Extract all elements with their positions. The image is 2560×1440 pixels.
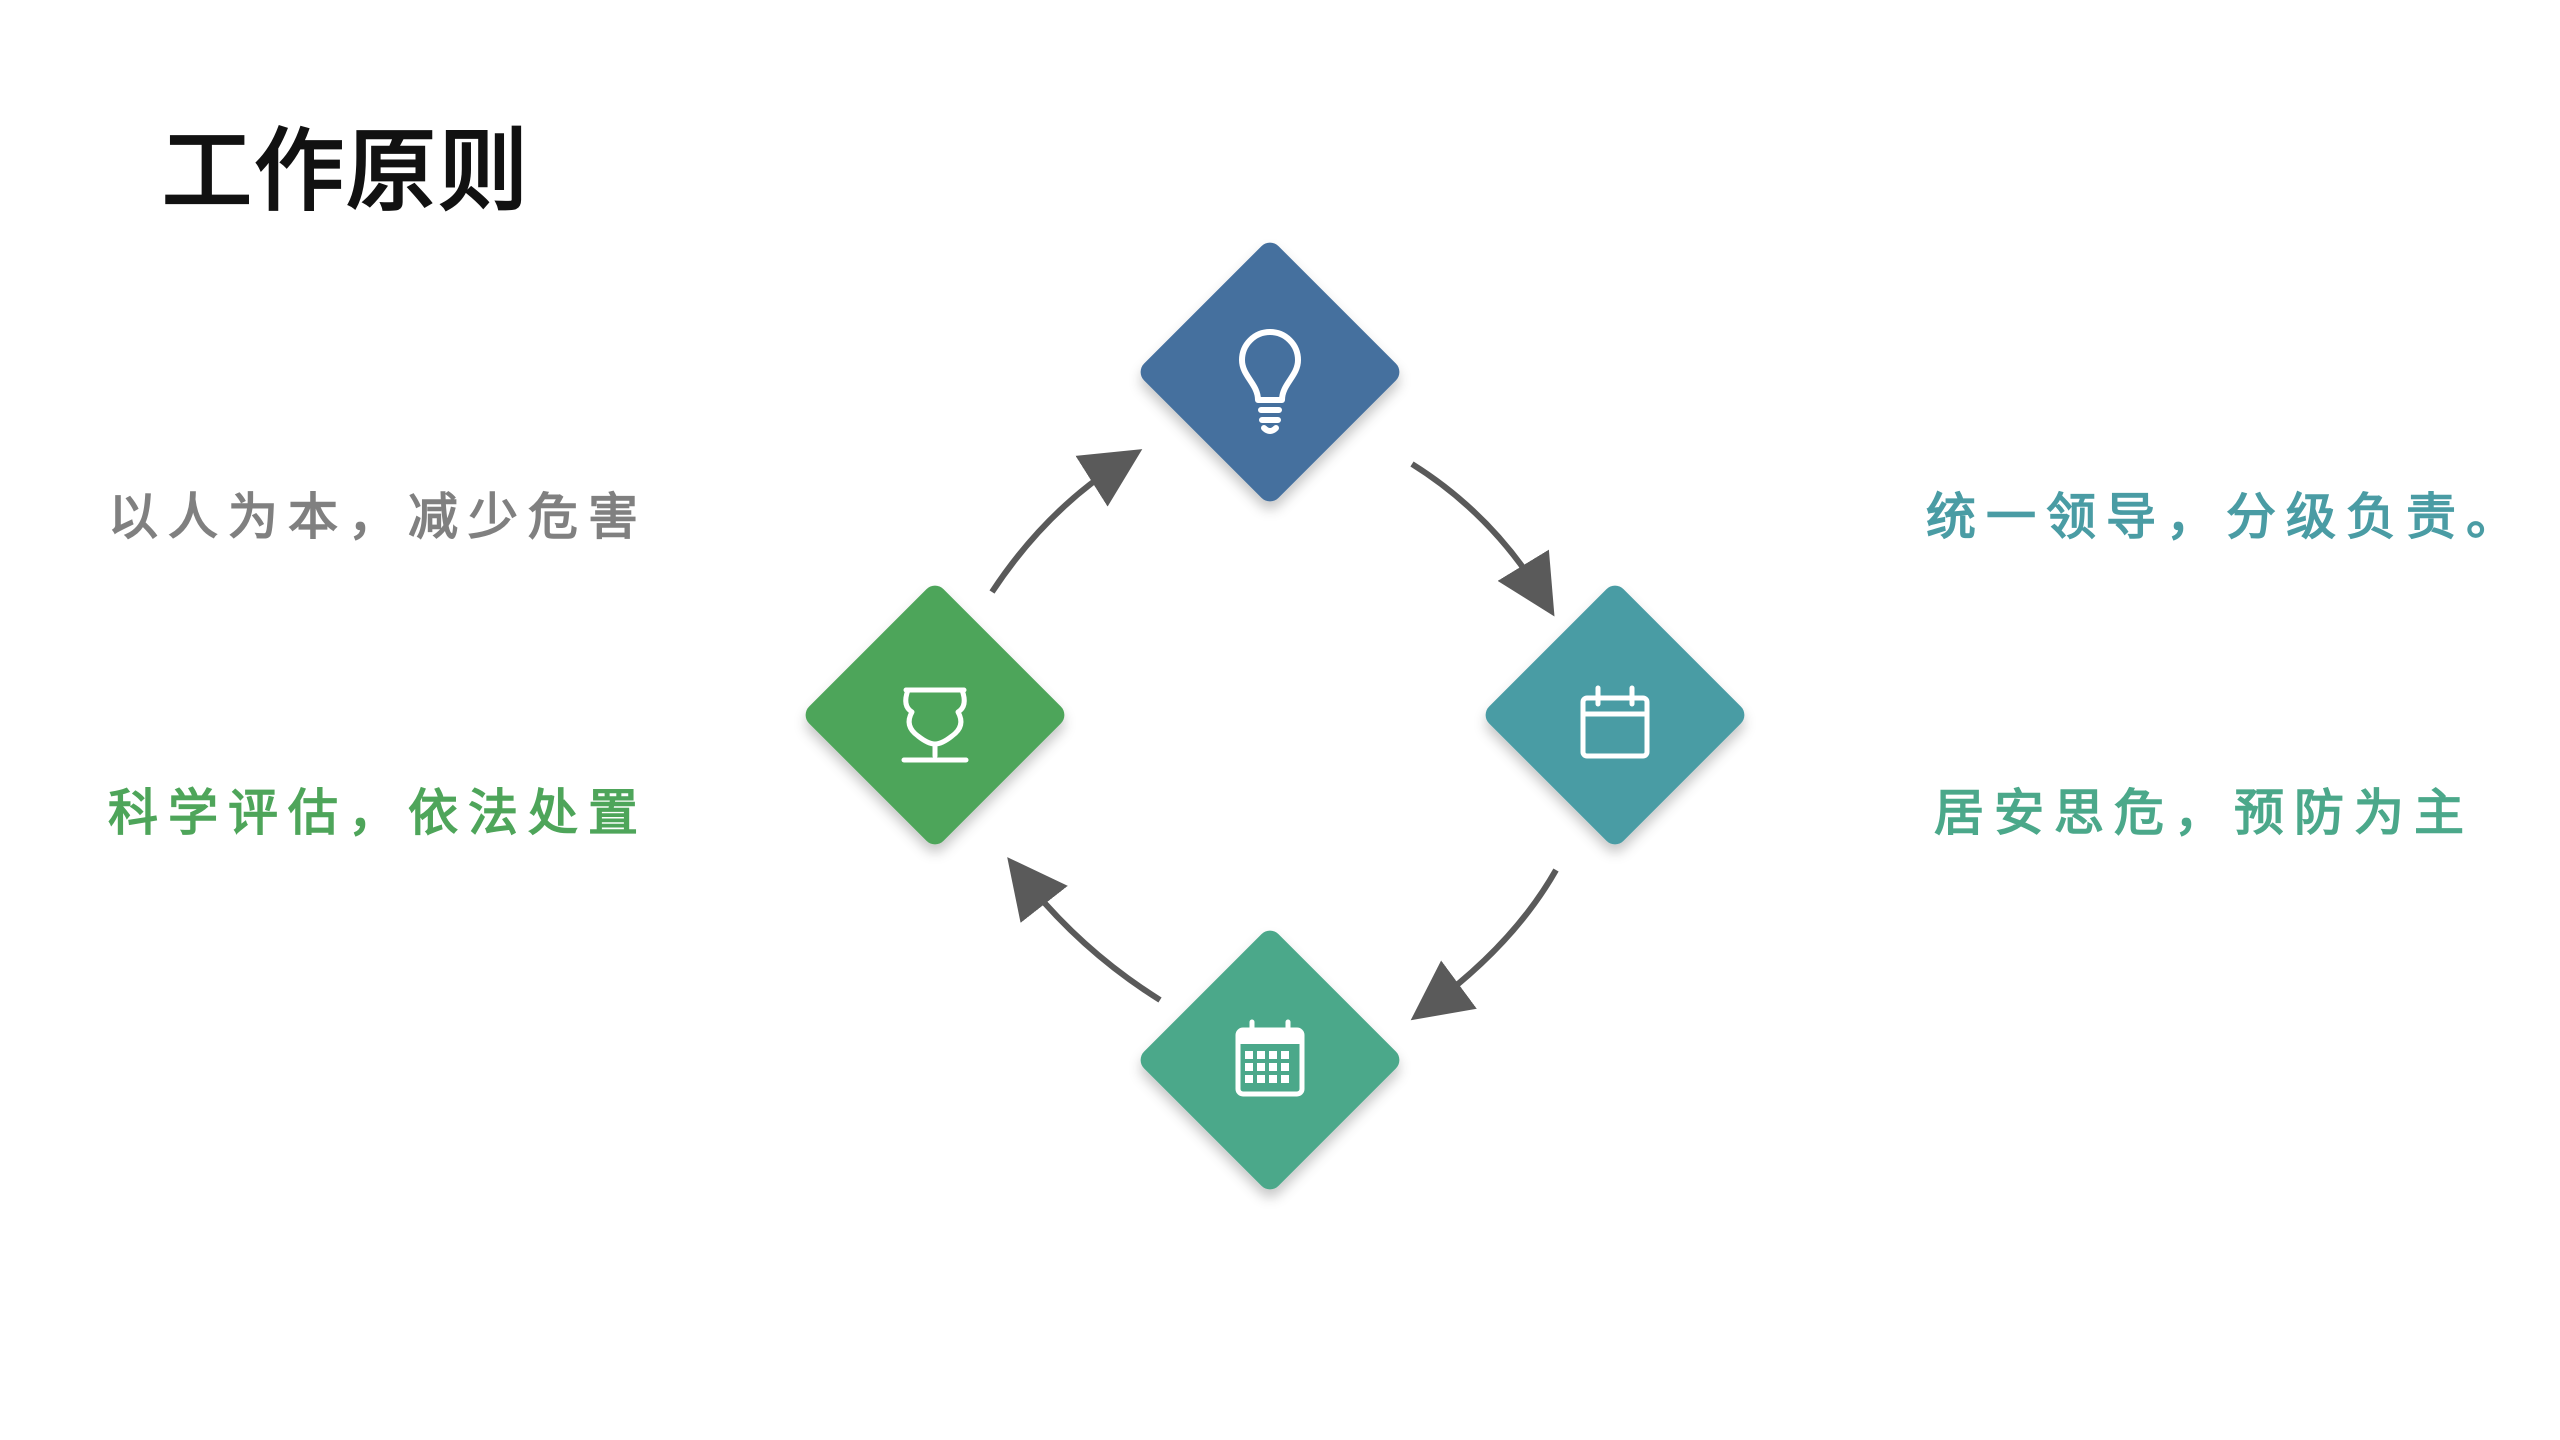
diamond-left — [805, 585, 1065, 845]
lightbulb-icon — [1239, 329, 1301, 434]
arrow-bottom-to-left — [1007, 857, 1162, 1003]
diamond-bottom — [1140, 930, 1400, 1190]
principle-left-top: 以人为本，减少危害 — [108, 488, 648, 546]
diamond-top — [1140, 242, 1400, 502]
principle-right-bottom: 居安思危，预防为主 — [1934, 784, 2474, 842]
principle-right-top: 统一领导，分级负责。 — [1926, 488, 2526, 546]
arrow-top-to-right — [1410, 461, 1555, 617]
trophy-cup-icon — [901, 687, 969, 763]
principle-left-bottom: 科学评估，依法处置 — [108, 784, 648, 842]
page-title: 工作原则 — [162, 119, 530, 224]
calendar-grid-icon — [1235, 1019, 1305, 1097]
arrow-left-to-top — [989, 449, 1143, 594]
arrow-right-to-bottom — [1410, 868, 1559, 1021]
cycle-arrows — [989, 449, 1559, 1021]
calendar-icon — [1580, 685, 1650, 759]
